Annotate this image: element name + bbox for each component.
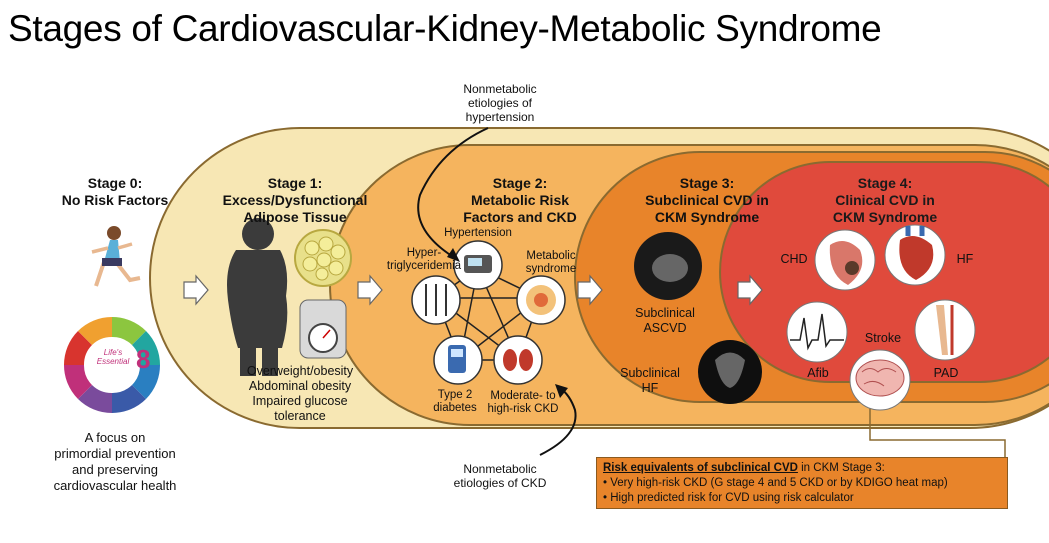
risk-box-item: • High predicted risk for CVD using risk… bbox=[603, 492, 854, 504]
annotation-nonmetabolic-hypertension: Nonmetabolic etiologies of hypertension bbox=[463, 82, 537, 124]
risk-equivalents-box: Risk equivalents of subclinical CVD in C… bbox=[596, 457, 1008, 509]
type2-diabetes-label: Type 2 diabetes bbox=[433, 389, 477, 414]
subclinical-hf-label: Subclinical HF bbox=[620, 366, 680, 395]
pad-label: PAD bbox=[933, 366, 959, 380]
hypertension-label: Hypertension bbox=[444, 227, 512, 239]
arrow-3-4 bbox=[737, 274, 763, 306]
scale-icon bbox=[299, 299, 347, 359]
arrow-2-3 bbox=[577, 274, 603, 306]
risk-box-heading: Risk equivalents of subclinical CVD in C… bbox=[603, 462, 885, 474]
stage1-heading: Stage 1: Excess/Dysfunctional Adipose Ti… bbox=[222, 175, 368, 225]
stage4-heading: Stage 4: Clinical CVD in CKM Syndrome bbox=[832, 175, 938, 225]
runner-icon bbox=[91, 226, 141, 287]
annotation-nonmetabolic-ckd: Nonmetabolic etiologies of CKD bbox=[453, 462, 547, 490]
arrow-nonmetabolic-htn bbox=[417, 127, 489, 259]
subclinical-ascvd-label: Subclinical ASCVD bbox=[635, 306, 695, 335]
risk-box-item: • Very high-risk CKD (G stage 4 and 5 CK… bbox=[603, 477, 948, 489]
ckd-icon bbox=[493, 335, 543, 385]
arrow-0-1 bbox=[183, 274, 209, 306]
lifes-essential-8-icon bbox=[63, 316, 161, 414]
stage0-heading: Stage 0: No Risk Factors bbox=[61, 175, 169, 208]
stage3-heading: Stage 3: Subclinical CVD in CKM Syndrome bbox=[645, 175, 769, 225]
arrow-nonmetabolic-ckd bbox=[539, 387, 577, 456]
afib-label: Afib bbox=[807, 366, 829, 380]
metabolic-syndrome-label: Metabolic syndrome bbox=[525, 250, 577, 275]
obese-figure-icon bbox=[227, 218, 288, 376]
chd-label: CHD bbox=[780, 252, 808, 266]
afib-ecg-image bbox=[786, 301, 848, 363]
ckd-label: Moderate- to high-risk CKD bbox=[487, 390, 559, 415]
lifes-essential-8-number: 8 bbox=[136, 344, 151, 374]
stage0-description: A focus on primordial prevention and pre… bbox=[53, 430, 177, 493]
lifes-essential-8-logo-text: Life's Essential bbox=[96, 348, 130, 366]
hypertriglyceridemia-label: Hyper- triglyceridemia bbox=[386, 247, 462, 272]
hf-label: HF bbox=[956, 252, 974, 266]
stage2-heading: Stage 2: Metabolic Risk Factors and CKD bbox=[463, 175, 577, 225]
arrow-1-2 bbox=[357, 274, 383, 306]
stroke-label: Stroke bbox=[864, 331, 902, 345]
stage1-description: Overweight/obesity Abdominal obesity Imp… bbox=[246, 364, 354, 423]
page-title: Stages of Cardiovascular-Kidney-Metaboli… bbox=[8, 8, 882, 49]
